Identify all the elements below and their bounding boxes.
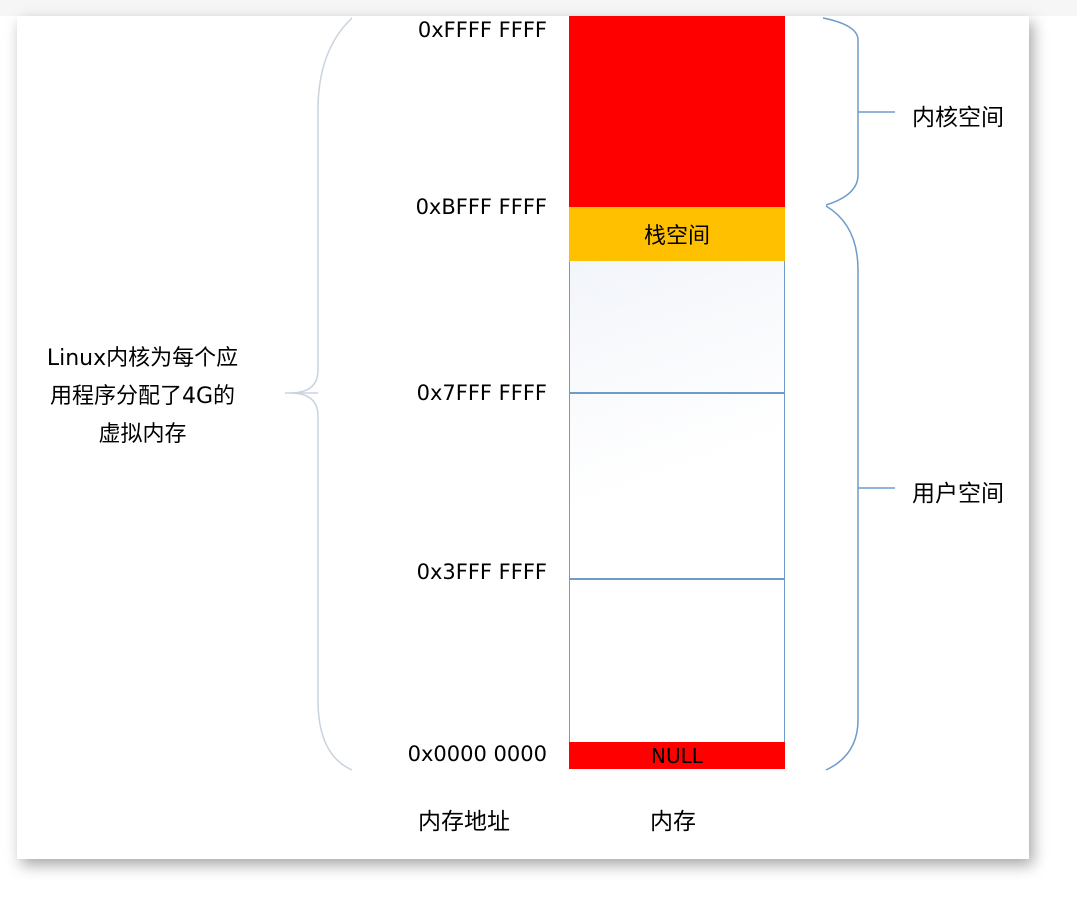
null-block: NULL [569, 742, 785, 769]
memory-column-label: 内存 [650, 809, 696, 835]
left-note: Linux内核为每个应 用程序分配了4G的 虚拟内存 [20, 340, 265, 454]
user-brace [825, 205, 859, 771]
divider-7fff [569, 392, 785, 394]
address-00000000: 0x0000 0000 [407, 742, 547, 766]
left-brace [289, 17, 353, 771]
address-ffffffff: 0xFFFF FFFF [417, 18, 547, 42]
null-label: NULL [651, 743, 703, 768]
user-space-block [569, 261, 785, 742]
top-margin [0, 0, 1077, 16]
diagram-canvas [17, 16, 1029, 859]
address-column-label: 内存地址 [418, 809, 510, 835]
left-note-line: 虚拟内存 [98, 422, 187, 447]
address-7fffffff: 0x7FFF FFFF [416, 381, 547, 405]
left-note-line: Linux内核为每个应 [46, 346, 239, 371]
kernel-space-label: 内核空间 [912, 105, 1004, 131]
left-note-line: 用程序分配了4G的 [49, 384, 236, 409]
kernel-brace [822, 17, 859, 206]
address-3fffffff: 0x3FFF FFFF [416, 560, 547, 584]
user-space-label: 用户空间 [912, 481, 1004, 507]
kernel-space-block [569, 16, 785, 207]
divider-3fff [569, 578, 785, 580]
stack-space-label: 栈空间 [643, 224, 710, 249]
address-bfffffff: 0xBFFF FFFF [415, 195, 547, 219]
stack-space-block: 栈空间 [569, 207, 785, 261]
